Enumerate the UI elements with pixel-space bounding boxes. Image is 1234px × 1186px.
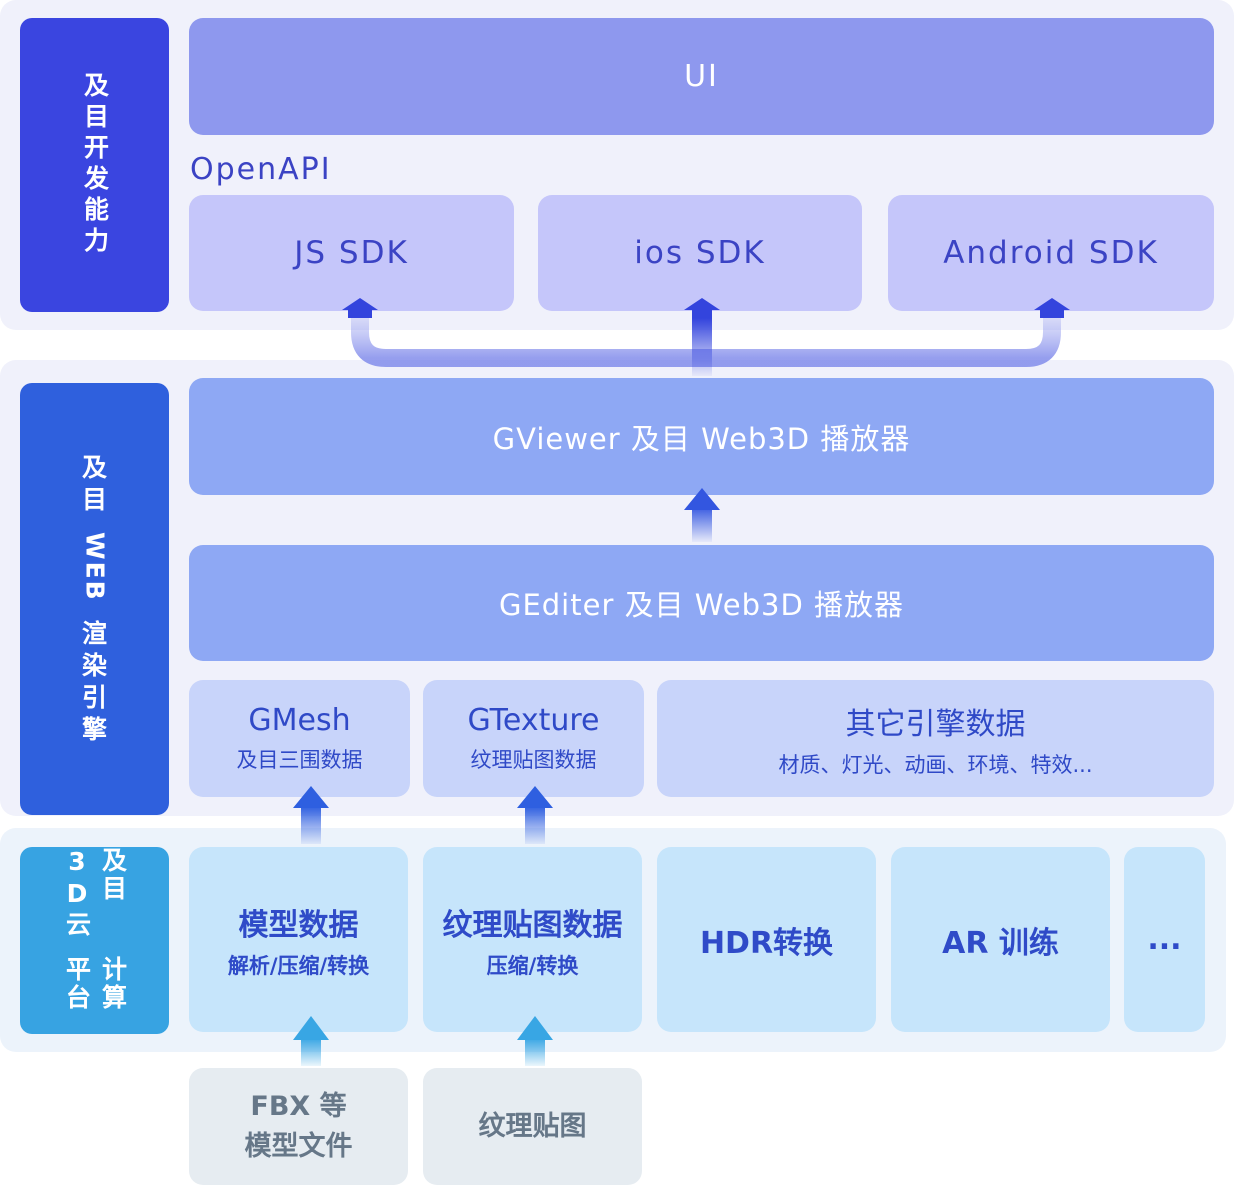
texture-data-sub: 压缩/转换 bbox=[486, 953, 579, 978]
render-side-char-5: 引 bbox=[81, 682, 107, 712]
gmesh-arrow-stem bbox=[301, 806, 321, 844]
ar-label: AR 训练 bbox=[942, 925, 1059, 961]
layer-render-side-label: 及 目 WEB 渲 染 引 擎 bbox=[20, 383, 169, 815]
texture-data-box: 纹理贴图数据 压缩/转换 bbox=[423, 847, 642, 1032]
cloud-side-col-left: 及目3D云 bbox=[62, 847, 128, 939]
texture-source-box: 纹理贴图 bbox=[423, 1068, 642, 1185]
android-sdk-box: Android SDK bbox=[888, 195, 1214, 311]
texture-source-arrow-head bbox=[517, 1016, 553, 1040]
fbx-arrow-stem bbox=[301, 1038, 321, 1066]
model-data-box: 模型数据 解析/压缩/转换 bbox=[189, 847, 408, 1032]
render-side-char-1: 目 bbox=[81, 485, 107, 515]
openapi-label: OpenAPI bbox=[190, 152, 332, 187]
render-side-char-4: 染 bbox=[81, 650, 107, 680]
ar-box: AR 训练 bbox=[891, 847, 1110, 1032]
ui-label: UI bbox=[684, 59, 719, 94]
gtexture-arrow-stem bbox=[525, 806, 545, 844]
fbx-source-box: FBX 等 模型文件 bbox=[189, 1068, 408, 1185]
js-sdk-box: JS SDK bbox=[189, 195, 514, 311]
gtexture-box: GTexture 纹理贴图数据 bbox=[423, 680, 644, 797]
texture-source-arrow-stem bbox=[525, 1038, 545, 1066]
render-side-char-6: 擎 bbox=[81, 714, 107, 744]
gmesh-box: GMesh 及目三围数据 bbox=[189, 680, 410, 797]
android-sdk-arrow-head bbox=[1034, 298, 1070, 318]
gtexture-arrow-head bbox=[517, 786, 553, 808]
android-sdk-label: Android SDK bbox=[943, 235, 1159, 271]
cloud-side-col-right: 计算平台 bbox=[62, 956, 128, 1013]
texture-data-title: 纹理贴图数据 bbox=[442, 907, 623, 943]
center-arrow-stem bbox=[692, 318, 712, 376]
render-side-word-web: WEB bbox=[80, 532, 110, 602]
gmesh-title: GMesh bbox=[248, 703, 351, 738]
fbx-source-line2: 模型文件 bbox=[244, 1130, 353, 1162]
gediter-label: GEditer 及目 Web3D 播放器 bbox=[498, 588, 905, 622]
js-sdk-label: JS SDK bbox=[294, 235, 409, 271]
js-sdk-arrow-head bbox=[342, 298, 378, 318]
ios-sdk-box: ios SDK bbox=[538, 195, 862, 311]
gmesh-sub: 及目三围数据 bbox=[236, 748, 363, 772]
texture-source-label: 纹理贴图 bbox=[478, 1110, 587, 1142]
gviewer-box: GViewer 及目 Web3D 播放器 bbox=[189, 378, 1214, 495]
other-engine-box: 其它引擎数据 材质、灯光、动画、环境、特效... bbox=[657, 680, 1214, 797]
layer-cloud-side-label: 计算平台 及目3D云 bbox=[20, 847, 169, 1034]
model-data-title: 模型数据 bbox=[238, 907, 359, 943]
more-label: ... bbox=[1147, 922, 1182, 957]
hdr-box: HDR转换 bbox=[657, 847, 876, 1032]
ios-sdk-label: ios SDK bbox=[634, 235, 766, 271]
model-data-sub: 解析/压缩/转换 bbox=[227, 953, 370, 978]
other-engine-sub: 材质、灯光、动画、环境、特效... bbox=[778, 752, 1093, 777]
gviewer-label: GViewer 及目 Web3D 播放器 bbox=[492, 421, 911, 456]
fbx-source-line1: FBX 等 bbox=[250, 1090, 347, 1122]
ui-box: UI bbox=[189, 18, 1214, 135]
gmesh-arrow-head bbox=[293, 786, 329, 808]
more-box: ... bbox=[1124, 847, 1205, 1032]
gtexture-title: GTexture bbox=[467, 703, 600, 738]
gediter-box: GEditer 及目 Web3D 播放器 bbox=[189, 545, 1214, 661]
layer-dev-side-text: 及目开发能力 bbox=[80, 72, 110, 258]
fbx-arrow-head bbox=[293, 1016, 329, 1040]
ios-sdk-arrow-head bbox=[684, 298, 720, 318]
other-engine-title: 其它引擎数据 bbox=[845, 706, 1026, 742]
layer-render-side-text: 及 目 WEB 渲 染 引 擎 bbox=[79, 452, 111, 746]
layer-dev-side-label: 及目开发能力 bbox=[20, 18, 169, 312]
render-side-char-0: 及 bbox=[81, 453, 107, 483]
render-side-char-3: 渲 bbox=[81, 618, 107, 648]
gediter-arrow-head bbox=[684, 488, 720, 510]
layer-cloud-side-text: 计算平台 及目3D云 bbox=[59, 847, 131, 1034]
gediter-arrow-stem bbox=[692, 506, 712, 542]
gtexture-sub: 纹理贴图数据 bbox=[470, 748, 597, 772]
hdr-label: HDR转换 bbox=[699, 925, 834, 961]
